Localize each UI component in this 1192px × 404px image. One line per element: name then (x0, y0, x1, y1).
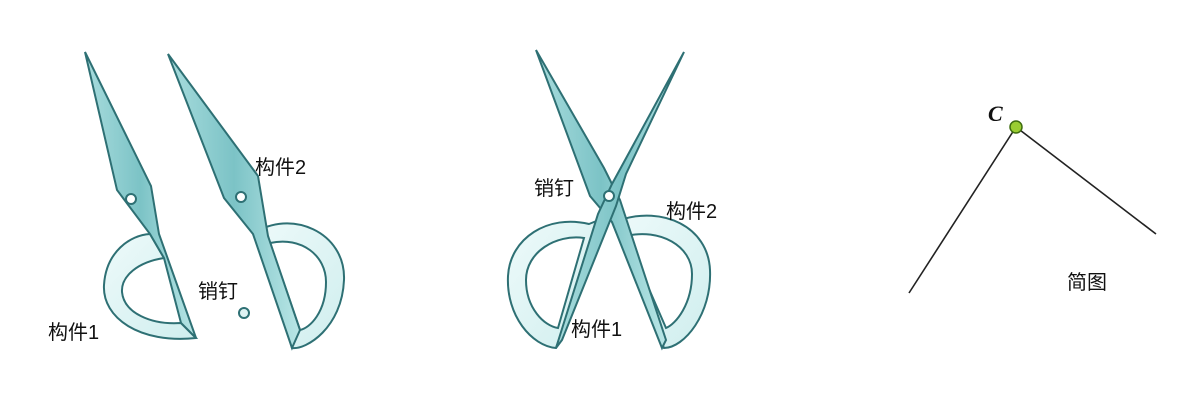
label-component-2-left: 构件2 (255, 156, 306, 179)
assembled-right-handle (610, 214, 712, 350)
component-2-blade (167, 53, 302, 351)
assembled-pivot-pin (603, 190, 615, 202)
component-2-pivot-hole (235, 191, 247, 203)
sketch-line-left (908, 126, 1017, 294)
separated-parts: 构件1 构件2 销钉 (48, 51, 346, 351)
sketch-line-right (1015, 126, 1157, 235)
component-1-part (84, 51, 199, 340)
label-component-2-middle: 构件2 (666, 200, 717, 223)
component-1-blade (84, 51, 197, 339)
assembled-blade-a (535, 49, 668, 351)
label-component-1-left: 构件1 (48, 321, 99, 344)
component-2-part (167, 53, 346, 351)
component-2-handle (252, 222, 346, 350)
point-c-marker (1009, 120, 1023, 134)
assembled-scissors: 销钉 构件2 构件1 (506, 49, 717, 351)
label-point-c: C (988, 101, 1003, 126)
pin-dot (238, 307, 250, 319)
label-sketch: 简图 (1067, 271, 1107, 294)
label-pin-middle: 销钉 (534, 177, 574, 200)
label-pin-left: 销钉 (198, 280, 238, 303)
assembled-blade-b (555, 51, 685, 349)
sketch-diagram: C 简图 (908, 101, 1157, 294)
component-1-pivot-hole (125, 193, 137, 205)
label-component-1-middle: 构件1 (571, 318, 622, 341)
assembled-left-handle (506, 216, 606, 350)
